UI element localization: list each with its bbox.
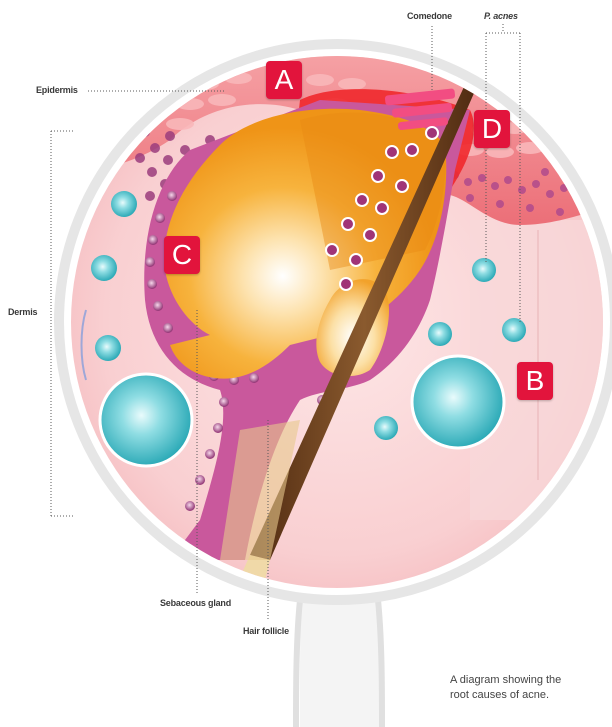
badge-d: D [474, 110, 510, 148]
label-sebaceous-gland: Sebaceous gland [160, 598, 231, 608]
badge-a: A [266, 61, 302, 99]
caption-line-2: root causes of acne. [450, 688, 610, 703]
label-p-acnes: P. acnes [484, 11, 518, 21]
label-dermis: Dermis [8, 307, 37, 317]
label-hair-follicle: Hair follicle [243, 626, 289, 636]
caption-line-1: A diagram showing the [450, 673, 610, 688]
label-comedone: Comedone [407, 11, 452, 21]
diagram-caption: A diagram showing the root causes of acn… [450, 673, 610, 703]
badge-c: C [164, 236, 200, 274]
label-epidermis: Epidermis [36, 85, 78, 95]
badge-b: B [517, 362, 553, 400]
pedestal [300, 588, 380, 727]
